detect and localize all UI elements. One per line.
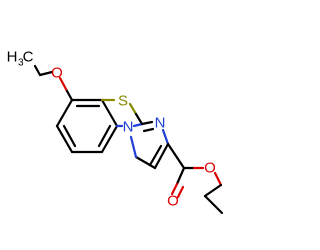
bond-c2-n2-double — [142, 127, 155, 133]
ethyl-h-label: H — [7, 49, 18, 66]
bond-c2-mid — [134, 112, 144, 126]
bond-o-aryl — [65, 89, 74, 102]
bond-c2-n2 — [140, 120, 154, 126]
bond-ethyl-1 — [203, 183, 223, 198]
bond-benz-d3 — [62, 124, 77, 148]
bond-benz-5 — [55, 124, 74, 154]
carbonyl-oxygen-label: O — [167, 193, 179, 210]
ethyl-subscript: 3 — [18, 58, 24, 69]
bond-benz-d2 — [97, 124, 112, 148]
bond-imid-c-c — [153, 142, 170, 170]
bond-o-aryl-left — [58, 76, 69, 93]
ring-nitrogen-label: N — [155, 115, 166, 132]
bond-s-c2 — [128, 102, 138, 116]
ester-oxygen-label: O — [204, 160, 216, 177]
bond-carbonyl-o-double — [176, 185, 185, 199]
bond-imid-c-c-double — [148, 144, 163, 167]
bond-imid-c-n2 — [129, 135, 138, 159]
bond-benz-6 — [55, 98, 74, 128]
bond-benz-2 — [100, 98, 119, 128]
bond-ring-carbonyl — [166, 142, 186, 170]
bond-imid-c-n — [134, 155, 157, 170]
bond-carbonyl-o — [170, 182, 179, 196]
bond-o-ethyl — [213, 171, 223, 187]
bond-carbonyl-up — [175, 166, 186, 186]
bond-ch3-ch2 — [33, 64, 42, 77]
ethyl-c-label: C — [23, 49, 34, 66]
bond-ch2-o — [38, 70, 54, 77]
bonds — [33, 64, 224, 215]
bridge-nitrogen-label: N — [123, 119, 134, 136]
bond-ethyl-2 — [203, 194, 224, 215]
atom-labels: H 3 C O S N N O O — [7, 49, 216, 210]
bond-n2-c — [161, 128, 170, 146]
bond-benz-3 — [100, 124, 119, 154]
bond-n-c2 — [132, 122, 144, 128]
ether-oxygen-label: O — [51, 65, 63, 82]
sulfur-label: S — [118, 93, 128, 110]
chemical-structure: H 3 C O S N N O O — [7, 49, 224, 215]
